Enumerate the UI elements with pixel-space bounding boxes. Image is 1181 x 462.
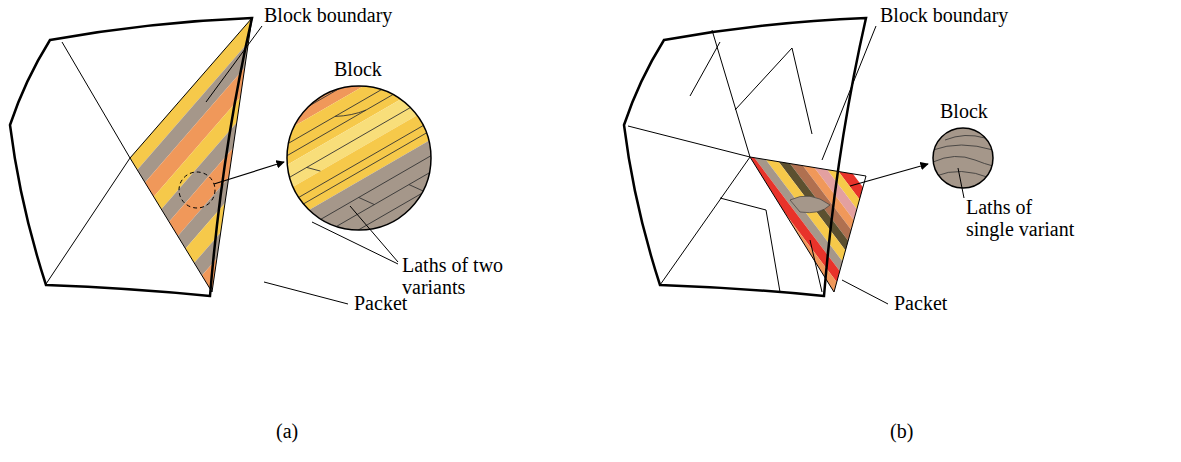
zoom-b (933, 128, 993, 188)
block-label: Block (940, 100, 988, 122)
lath-label: Laths of two variants (402, 254, 532, 298)
boundary-label: Block boundary (264, 4, 392, 26)
panel-label: (a) (276, 420, 298, 442)
lath-label: Laths of single variant (966, 196, 1084, 240)
packet-label: Packet (354, 292, 407, 314)
block-label: Block (334, 58, 382, 80)
panel-label: (b) (890, 420, 913, 442)
leader-lines-a (206, 26, 398, 304)
leader-lines-b (822, 26, 964, 304)
grain-b (616, 18, 977, 428)
packet-label: Packet (894, 292, 947, 314)
boundary-label: Block boundary (880, 4, 1008, 26)
